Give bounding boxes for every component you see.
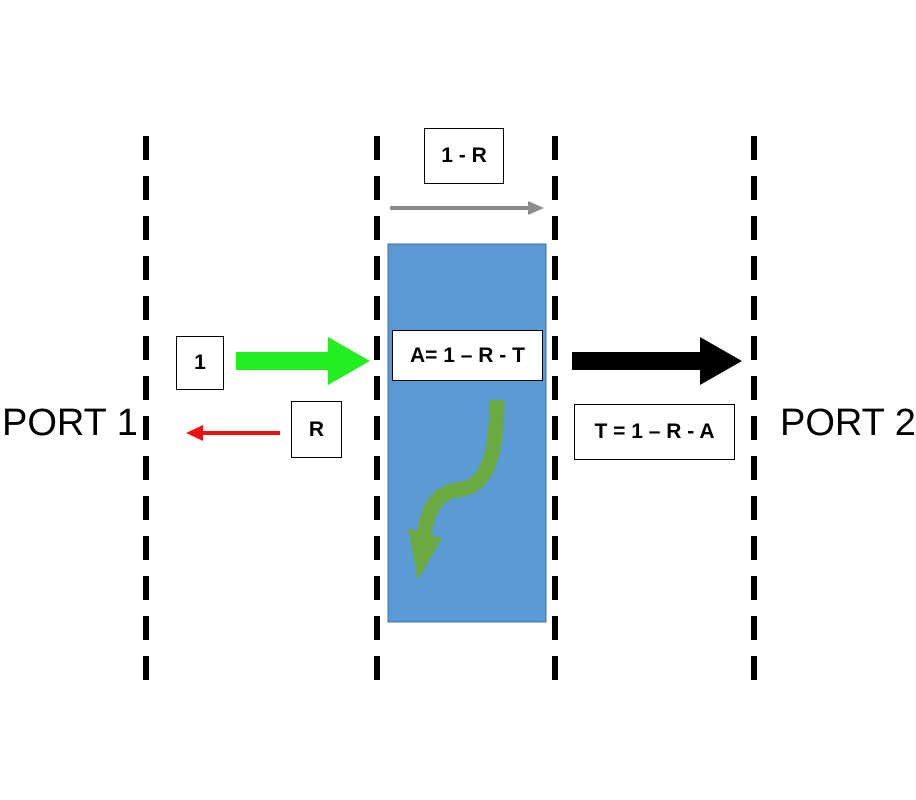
port-1-label: PORT 1 bbox=[2, 402, 138, 444]
reflected-wave-arrow bbox=[186, 425, 280, 441]
transmitted-label: T = 1 – R - A bbox=[574, 404, 735, 460]
incident-wave-arrow bbox=[236, 337, 370, 385]
material-slab bbox=[387, 243, 547, 623]
entering-label: 1 - R bbox=[424, 128, 504, 184]
absorbed-wave-arrow bbox=[408, 399, 505, 580]
transmitted-wave-arrow bbox=[572, 337, 742, 385]
absorbed-label: A= 1 – R - T bbox=[392, 330, 543, 381]
entering-wave-arrow bbox=[390, 201, 544, 215]
port-2-label: PORT 2 bbox=[780, 402, 916, 444]
reflected-label: R bbox=[291, 401, 342, 458]
incident-label: 1 bbox=[176, 336, 224, 390]
